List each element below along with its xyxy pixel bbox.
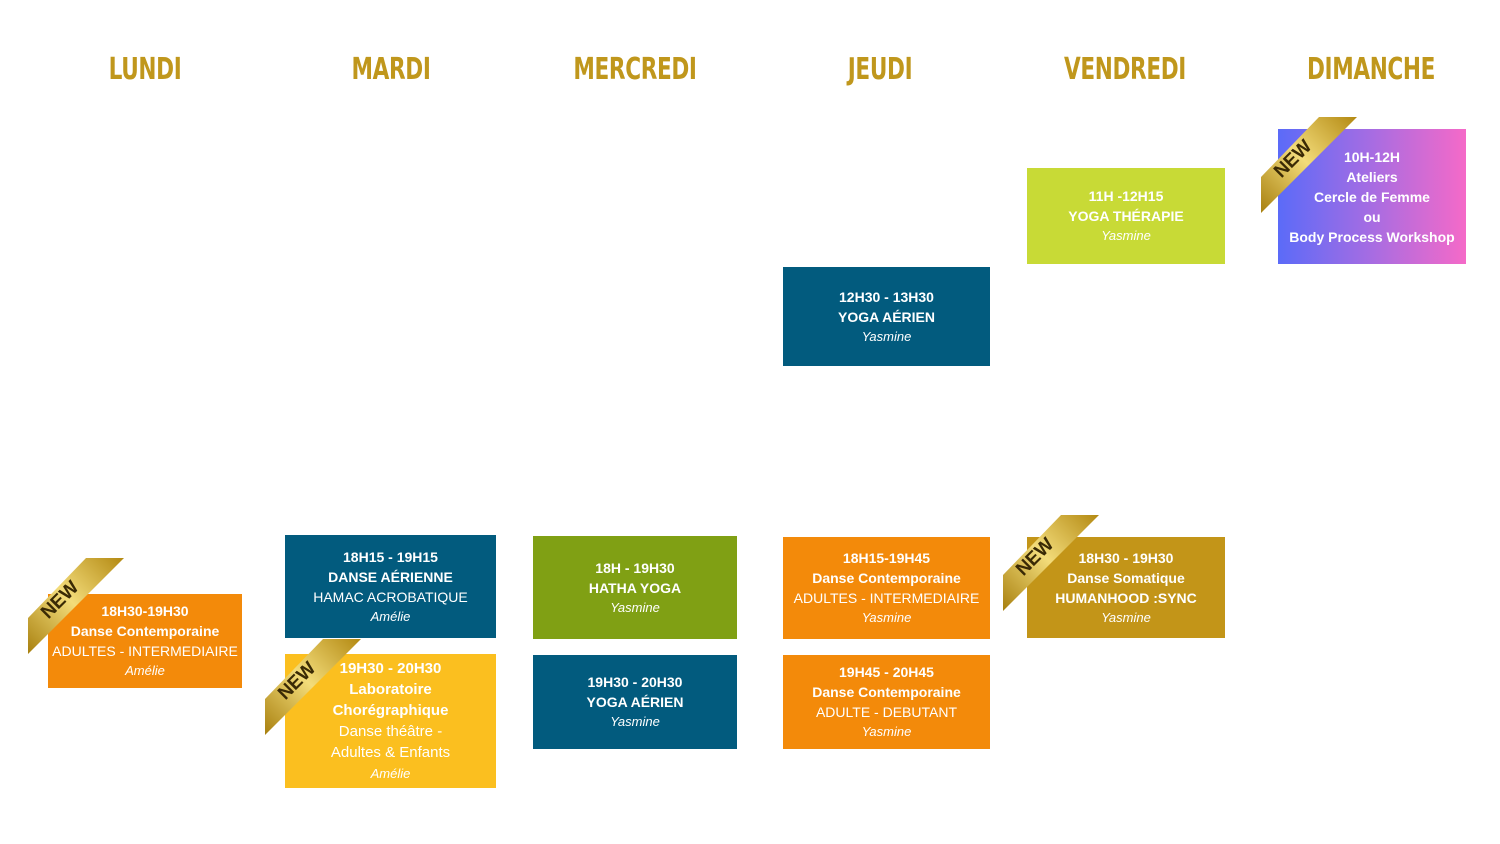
class-teacher: Yasmine — [1101, 609, 1151, 625]
class-time: 18H15-19H45 — [842, 550, 931, 566]
class-title: Danse Contemporaine — [812, 570, 961, 586]
class-time: 11H -12H15 — [1088, 188, 1164, 204]
class-teacher: Yasmine — [861, 724, 912, 739]
class-teacher: Yasmine — [610, 714, 660, 729]
day-heading-vendredi: VENDREDI — [1064, 52, 1186, 87]
class-teacher: Amélie — [370, 766, 411, 781]
class-title-line2: Chorégraphique — [332, 702, 449, 719]
class-time: 18H - 19H30 — [595, 559, 675, 576]
class-teacher: Yasmine — [861, 610, 912, 625]
class-time: 18H30-19H30 — [101, 603, 189, 619]
class-level: HAMAC ACROBATIQUE — [313, 588, 468, 605]
class-card-vendredi-yoga-therapie[interactable]: 11H -12H15 YOGA THÉRAPIE Yasmine — [1027, 168, 1225, 264]
new-ribbon-lundi: NEW — [28, 558, 124, 654]
class-title: Danse Somatique — [1067, 569, 1185, 586]
class-title-line2: HUMANHOOD :SYNC — [1055, 589, 1197, 606]
class-title: YOGA AÉRIEN — [586, 694, 684, 710]
class-time: 19H30 - 20H30 — [339, 660, 442, 677]
class-level-line2: Adultes & Enfants — [330, 744, 451, 761]
class-level: ADULTES - INTERMEDIAIRE — [52, 643, 238, 659]
class-title-line3: ou — [1363, 208, 1381, 225]
class-time: 19H45 - 20H45 — [839, 664, 934, 680]
class-teacher: Yasmine — [861, 328, 912, 344]
class-title-line4: Body Process Workshop — [1289, 228, 1455, 245]
class-teacher: Amélie — [125, 663, 165, 678]
class-card-jeudi-yoga-aerien[interactable]: 12H30 - 13H30 YOGA AÉRIEN Yasmine — [783, 267, 990, 366]
class-time: 10H-12H — [1343, 148, 1401, 165]
class-title: Ateliers — [1346, 168, 1398, 185]
class-teacher: Yasmine — [610, 599, 660, 615]
class-time: 12H30 - 13H30 — [839, 288, 934, 305]
new-ribbon-mardi: NEW — [265, 639, 361, 735]
day-heading-dimanche: DIMANCHE — [1306, 52, 1436, 87]
class-time: 19H30 - 20H30 — [587, 674, 683, 690]
class-teacher: Amélie — [370, 608, 411, 624]
class-card-mercredi-yoga-aerien[interactable]: 19H30 - 20H30 YOGA AÉRIEN Yasmine — [533, 655, 737, 749]
new-ribbon-dimanche: NEW — [1261, 117, 1357, 213]
class-card-jeudi-contemporaine-debutant[interactable]: 19H45 - 20H45 Danse Contemporaine ADULTE… — [783, 655, 990, 749]
new-ribbon-vendredi: NEW — [1003, 515, 1099, 611]
class-title: HATHA YOGA — [588, 579, 682, 596]
class-title: YOGA THÉRAPIE — [1068, 208, 1184, 224]
class-level: Danse théâtre - — [338, 723, 443, 740]
class-title: YOGA AÉRIEN — [838, 308, 935, 325]
class-card-jeudi-contemporaine-intermediaire[interactable]: 18H15-19H45 Danse Contemporaine ADULTES … — [783, 537, 990, 639]
class-title: DANSE AÉRIENNE — [328, 568, 453, 585]
class-card-lundi-contemporaine[interactable]: 18H30-19H30 Danse Contemporaine ADULTES … — [48, 594, 242, 688]
class-title-line2: Cercle de Femme — [1314, 188, 1430, 205]
class-title: Danse Contemporaine — [70, 623, 220, 639]
class-teacher: Yasmine — [1101, 228, 1151, 243]
class-card-mercredi-hatha-yoga[interactable]: 18H - 19H30 HATHA YOGA Yasmine — [533, 536, 737, 639]
day-heading-jeudi: JEUDI — [847, 52, 913, 87]
day-heading-mercredi: MERCREDI — [573, 52, 697, 87]
day-heading-lundi: LUNDI — [108, 52, 182, 87]
class-level: ADULTES - INTERMEDIAIRE — [793, 590, 980, 606]
class-title: Laboratoire — [349, 681, 432, 698]
class-level: ADULTE - DEBUTANT — [815, 704, 958, 720]
class-card-mardi-danse-aerienne[interactable]: 18H15 - 19H15 DANSE AÉRIENNE HAMAC ACROB… — [285, 535, 496, 638]
class-time: 18H30 - 19H30 — [1078, 549, 1174, 566]
day-heading-mardi: MARDI — [351, 52, 431, 87]
class-title: Danse Contemporaine — [812, 684, 961, 700]
class-time: 18H15 - 19H15 — [343, 548, 438, 565]
